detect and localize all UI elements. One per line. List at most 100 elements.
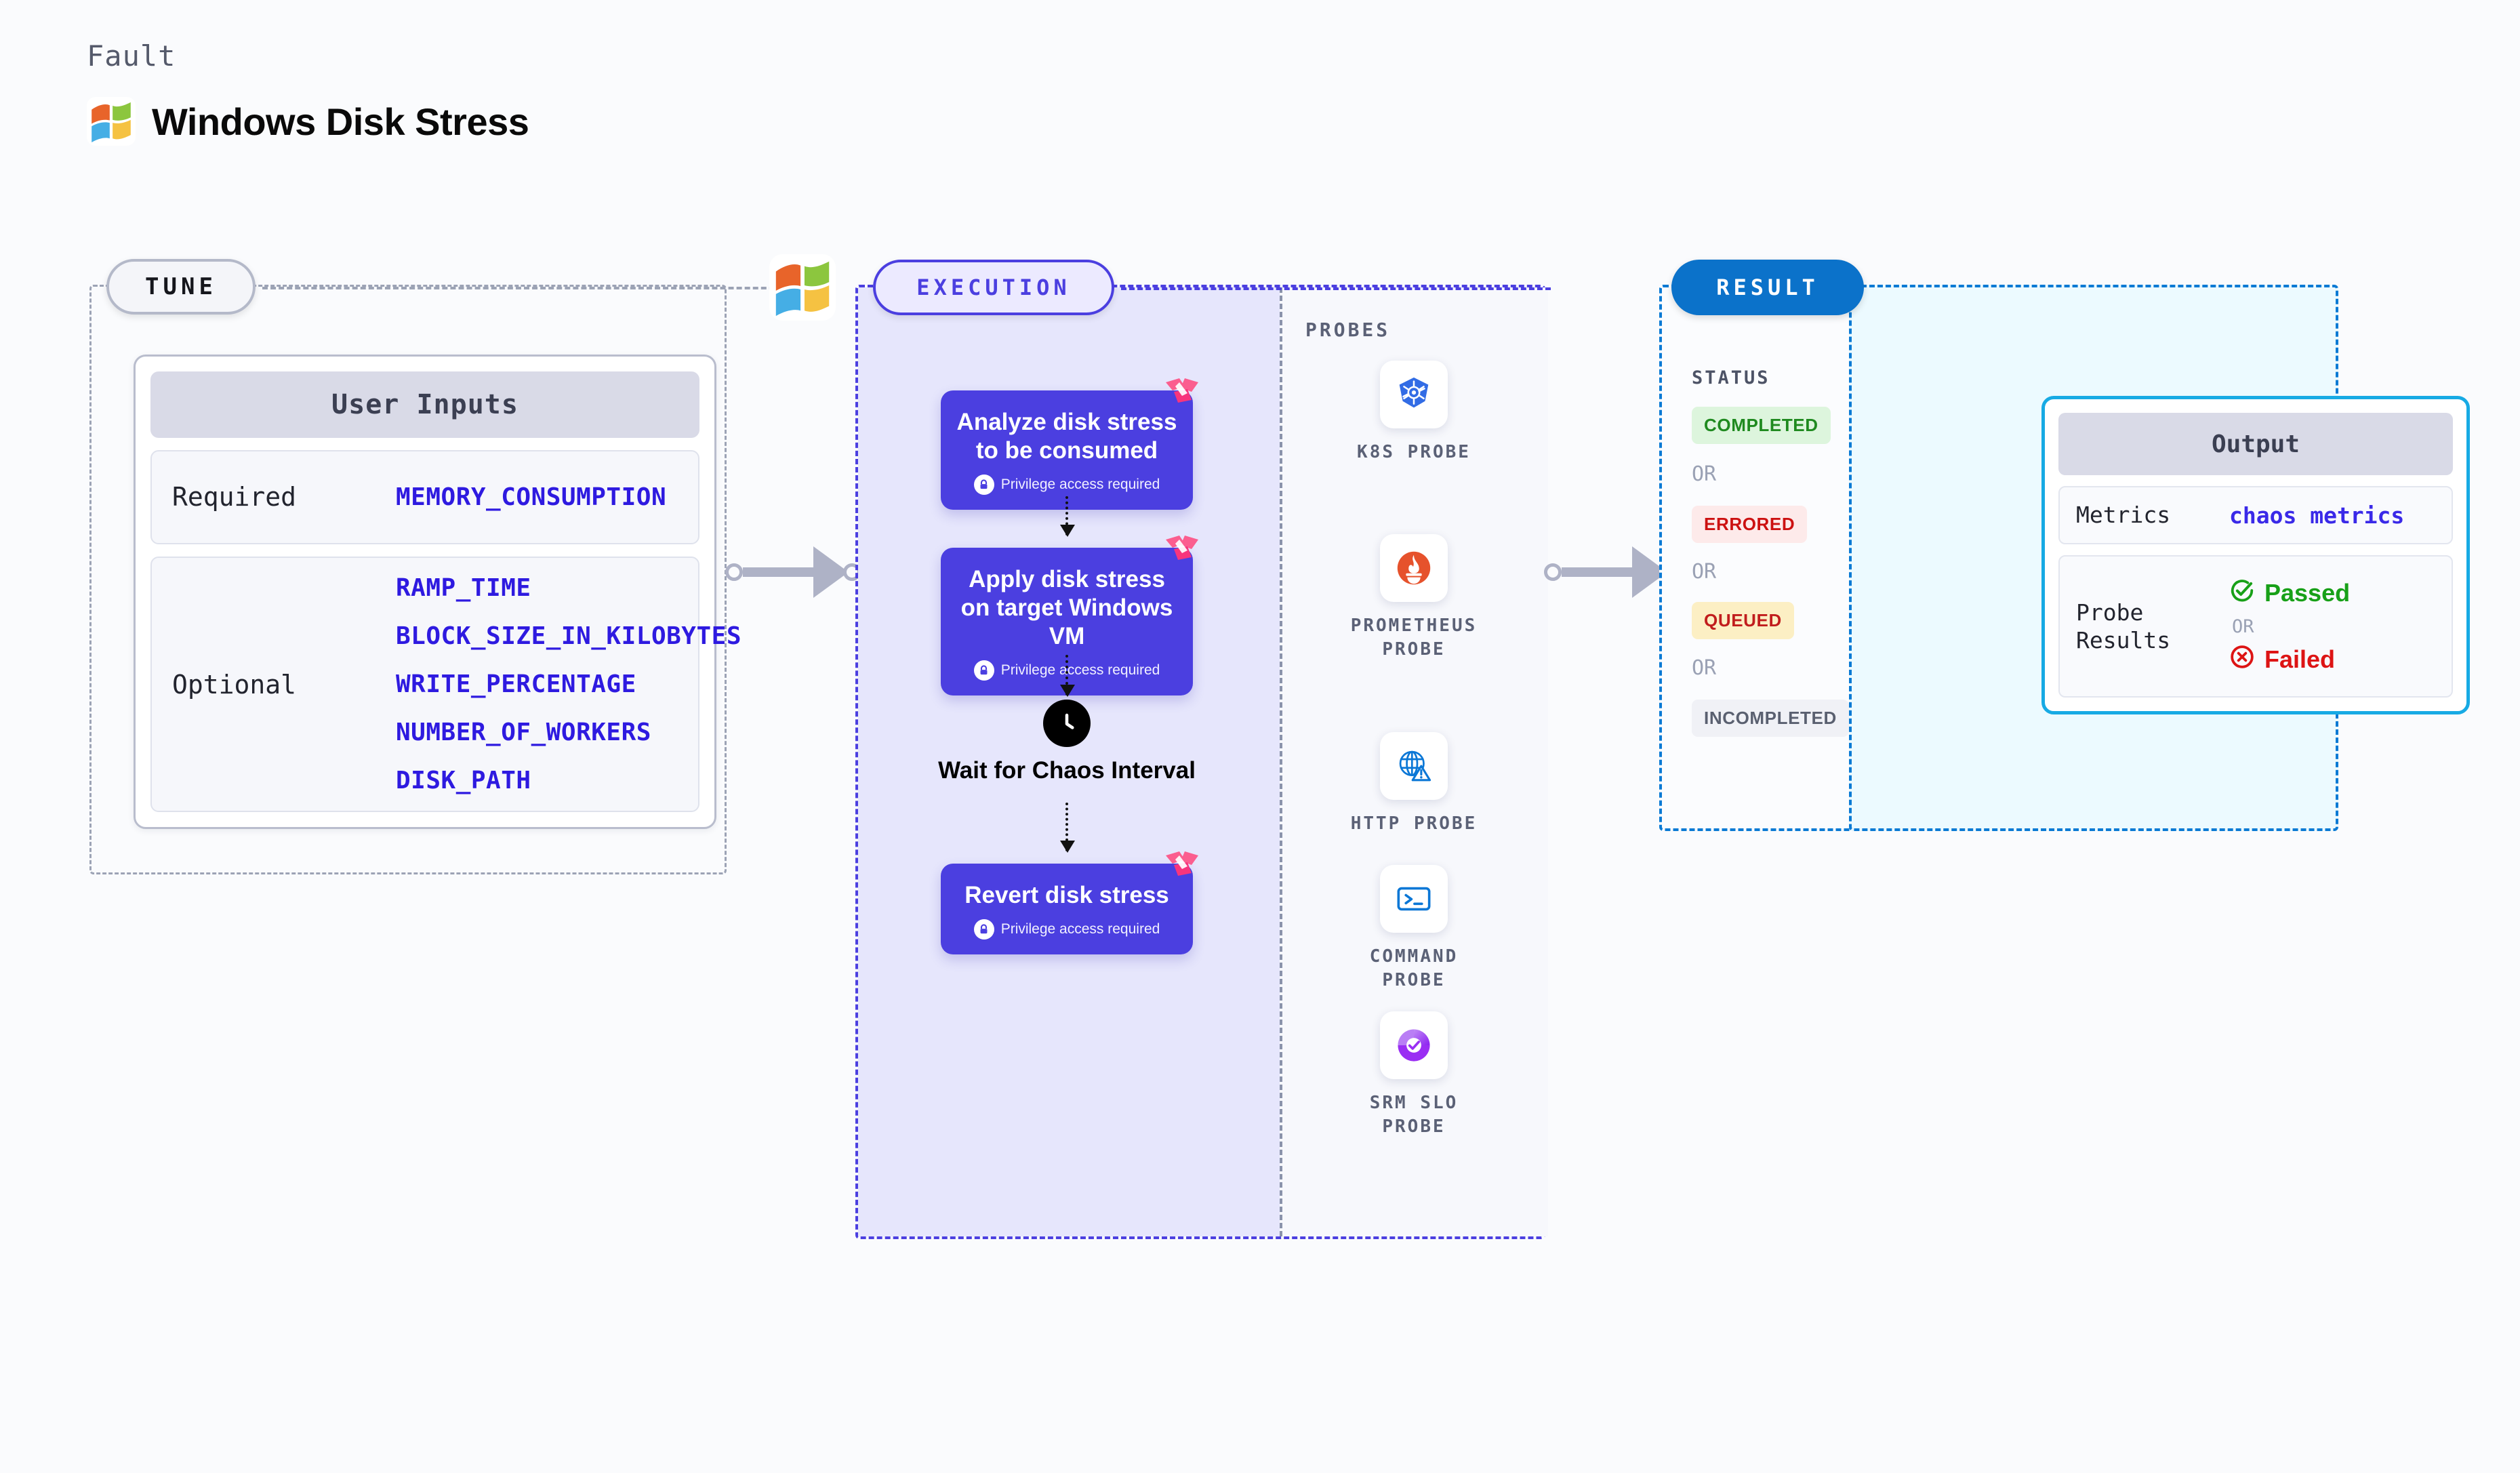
arrow-line [1065, 655, 1068, 695]
windows-logo-icon [87, 97, 136, 146]
status-badge-incompleted: INCOMPLETED [1692, 700, 1849, 737]
arrow-head-icon [1060, 841, 1075, 853]
arrow-head-icon [1060, 685, 1075, 697]
tune-badge: TUNE [106, 259, 256, 315]
probe-label: HTTP PROBE [1350, 813, 1478, 834]
probe-results-label: Probe Results [2076, 599, 2171, 653]
probe-k8s[interactable]: K8S PROBE [1333, 361, 1495, 464]
privilege-badge: Privilege access required [973, 660, 1160, 681]
connector-start-dot [1544, 563, 1562, 581]
page-title: Windows Disk Stress [152, 100, 529, 143]
user-inputs-header: User Inputs [150, 371, 699, 438]
probe-http[interactable]: HTTP PROBE [1333, 732, 1495, 836]
privilege-text: Privilege access required [1000, 477, 1160, 492]
check-circle-icon [2229, 578, 2255, 609]
windows-logo-icon [769, 254, 836, 321]
page-header: Fault Windows Disk Stress [87, 39, 529, 146]
flow-arrow-1 [1060, 496, 1075, 537]
privilege-badge: Privilege access required [973, 919, 1160, 940]
probe-result-or: OR [2232, 616, 2254, 637]
probe-label: SRM SLO PROBE [1369, 1093, 1459, 1137]
flow-arrow-2 [1060, 655, 1075, 697]
output-panel: Output Metrics chaos metrics Probe Resul… [1849, 285, 2470, 831]
status-or-1: OR [1692, 462, 1717, 486]
x-circle-icon [2229, 644, 2255, 676]
status-badge-errored: ERRORED [1692, 506, 1808, 543]
privilege-badge: Privilege access required [973, 475, 1160, 495]
status-or-2: OR [1692, 560, 1717, 584]
execution-badge: EXECUTION [873, 260, 1114, 315]
probe-label: PROMETHEUS PROBE [1350, 616, 1478, 660]
row-label-required: Required [172, 482, 297, 512]
user-input-row-required: Required MEMORY_CONSUMPTION [150, 449, 699, 544]
connector-arrowhead [813, 546, 849, 598]
arrow-line [1065, 803, 1068, 851]
clock-icon [1043, 700, 1091, 747]
connector-tune-to-execution [725, 546, 861, 598]
row-values-optional: RAMP_TIME BLOCK_SIZE_IN_KILOBYTES WRITE_… [396, 574, 741, 794]
wait-for-chaos-interval-label: Wait for Chaos Interval [938, 757, 1196, 784]
lock-icon [973, 919, 994, 940]
privilege-text: Privilege access required [1000, 921, 1160, 937]
failed-text: Failed [2264, 645, 2336, 673]
param-block-size-in-kilobytes[interactable]: BLOCK_SIZE_IN_KILOBYTES [396, 622, 741, 650]
metrics-label: Metrics [2076, 502, 2171, 529]
probe-label: COMMAND PROBE [1369, 946, 1459, 991]
metrics-value[interactable]: chaos metrics [2229, 502, 2405, 529]
row-label-optional: Optional [172, 669, 297, 700]
title-row: Windows Disk Stress [87, 97, 529, 146]
litmus-logo-icon [1164, 378, 1200, 409]
litmus-logo-icon [1164, 536, 1200, 567]
param-memory-consumption[interactable]: MEMORY_CONSUMPTION [396, 483, 667, 511]
param-number-of-workers[interactable]: NUMBER_OF_WORKERS [396, 719, 651, 746]
lock-icon [973, 475, 994, 495]
prometheus-icon [1380, 534, 1448, 602]
status-badge-completed: COMPLETED [1692, 407, 1831, 444]
fault-eyebrow-label: Fault [87, 39, 176, 73]
execution-step-revert[interactable]: Revert disk stress Privilege access requ… [941, 851, 1198, 954]
output-card: Output Metrics chaos metrics Probe Resul… [2041, 396, 2470, 714]
result-panel: RESULT STATUS COMPLETED OR ERRORED OR QU… [1659, 260, 1869, 831]
probe-result-passed: Passed [2229, 578, 2350, 609]
status-or-3: OR [1692, 656, 1717, 680]
result-badge: RESULT [1671, 260, 1864, 315]
litmus-logo-icon [1164, 851, 1200, 883]
connector-bar [743, 567, 815, 577]
user-inputs-card: User Inputs Required MEMORY_CONSUMPTION … [134, 355, 741, 829]
probes-column-label: PROBES [1305, 319, 1391, 341]
param-disk-path[interactable]: DISK_PATH [396, 767, 531, 794]
arrow-head-icon [1060, 525, 1075, 537]
probe-results-values: Passed OR Failed [2229, 578, 2350, 676]
step-title: Apply disk stress on target Windows VM [960, 566, 1173, 649]
http-globe-warning-icon [1380, 732, 1448, 800]
output-header: Output [2058, 413, 2453, 475]
param-ramp-time[interactable]: RAMP_TIME [396, 574, 531, 602]
probe-prometheus[interactable]: PROMETHEUS PROBE [1333, 534, 1495, 662]
terminal-icon [1380, 865, 1448, 933]
arrow-line [1065, 496, 1068, 536]
status-label: STATUS [1692, 367, 1770, 388]
execution-panel: EXECUTION Analyze disk stress to be cons… [855, 260, 1551, 1239]
probe-result-failed: Failed [2229, 644, 2350, 676]
status-badge-queued: QUEUED [1692, 602, 1794, 639]
execution-top-dashed-line [1121, 287, 1551, 290]
probe-srm-slo[interactable]: SRM SLO PROBE [1333, 1011, 1495, 1139]
execution-step-apply[interactable]: Apply disk stress on target Windows VM P… [941, 536, 1198, 695]
param-write-percentage[interactable]: WRITE_PERCENTAGE [396, 670, 636, 698]
probe-command[interactable]: COMMAND PROBE [1333, 865, 1495, 992]
user-input-row-optional: Optional RAMP_TIME BLOCK_SIZE_IN_KILOBYT… [150, 557, 741, 812]
tune-panel: TUNE User Inputs Required MEMORY_CONSUMP… [89, 254, 836, 874]
flow-arrow-3 [1060, 803, 1075, 853]
row-values-required: MEMORY_CONSUMPTION [396, 483, 666, 511]
lock-icon [973, 660, 994, 681]
passed-text: Passed [2264, 579, 2351, 607]
srm-slo-icon [1380, 1011, 1448, 1079]
output-row-probe-results: Probe Results Passed OR [2058, 555, 2453, 698]
output-row-metrics: Metrics chaos metrics [2058, 486, 2453, 544]
privilege-text: Privilege access required [1000, 662, 1160, 678]
step-title: Revert disk stress [964, 882, 1169, 908]
connector-start-dot [725, 563, 743, 581]
tune-top-dashed-line [262, 287, 791, 289]
kubernetes-icon [1380, 361, 1448, 428]
execution-step-analyze[interactable]: Analyze disk stress to be consumed Privi… [941, 378, 1198, 510]
